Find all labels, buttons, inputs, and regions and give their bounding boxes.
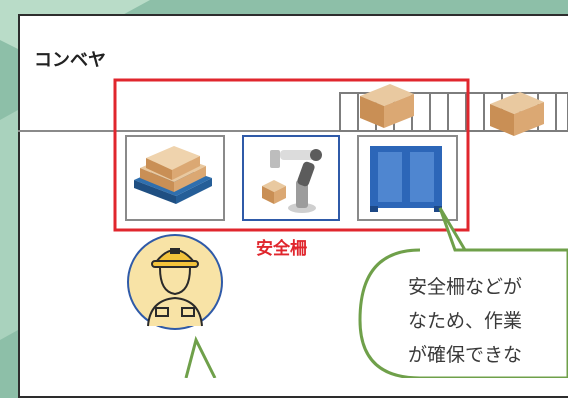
- bubble-tail: [184, 335, 217, 378]
- safety-fence: [113, 78, 470, 232]
- worker-with-helmet-icon: [127, 234, 223, 330]
- robot-arm-icon: [262, 149, 322, 213]
- speech-bubble-text: 安全柵などが なため、作業 が確保できな: [408, 270, 522, 372]
- conveyor-label: コンベヤ: [34, 50, 106, 71]
- speech-line: なため、作業: [408, 310, 523, 332]
- speech-line: 安全柵などが: [408, 276, 523, 298]
- fence-label: 安全柵: [256, 239, 307, 259]
- cardboard-box-icon: [490, 92, 544, 136]
- blue-mesh-panel-icon: [370, 146, 442, 212]
- diagram-canvas: [18, 78, 568, 378]
- cardboard-box-icon: [360, 84, 414, 128]
- speech-line: が確保できな: [408, 344, 523, 366]
- pallet-of-boxes-icon: [134, 146, 212, 204]
